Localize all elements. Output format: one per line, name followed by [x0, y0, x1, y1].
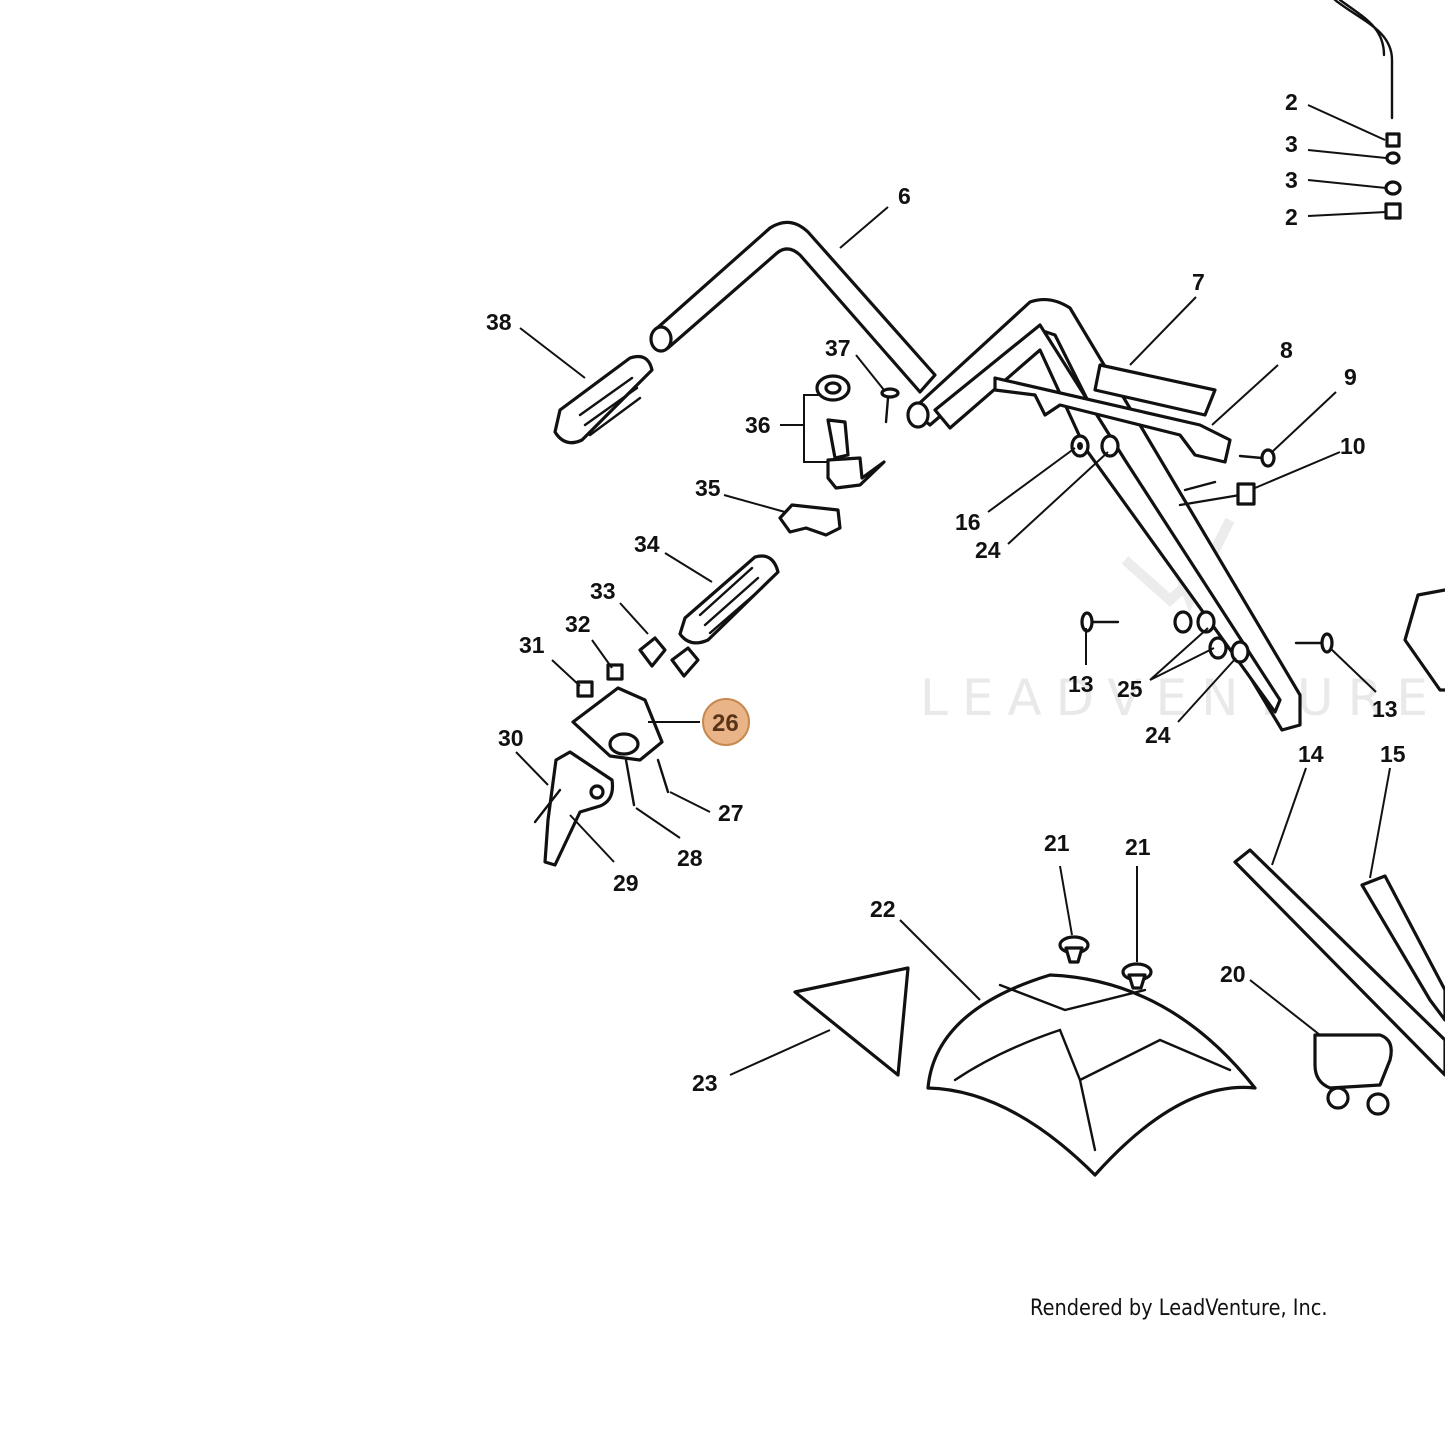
callout-27: 27 — [718, 800, 744, 826]
bolt-13-left — [1080, 611, 1120, 633]
callout-8: 8 — [1280, 337, 1293, 363]
callout-37: 37 — [825, 335, 851, 361]
callout-13-right: 13 — [1372, 696, 1398, 722]
callout-32: 32 — [565, 611, 591, 637]
callout-2-bottom: 2 — [1285, 204, 1298, 230]
callout-24-lower: 24 — [1145, 722, 1171, 748]
watermark-text: LEADVENTURE — [920, 669, 1442, 727]
hand-grip-34 — [678, 554, 780, 645]
callout-14: 14 — [1298, 741, 1324, 767]
callout-9: 9 — [1344, 364, 1357, 390]
shroud-partial — [1403, 588, 1445, 692]
callout-labels: 2 3 3 2 6 7 8 9 10 16 24 13 25 24 13 14 … — [486, 89, 1406, 1096]
shield-22 — [926, 973, 1257, 1177]
callout-2-top: 2 — [1285, 89, 1298, 115]
screw-28 — [624, 758, 636, 807]
control-housing-26 — [571, 686, 664, 762]
callout-15: 15 — [1380, 741, 1406, 767]
render-credit: Rendered by LeadVenture, Inc. — [1030, 1296, 1328, 1321]
callout-23: 23 — [692, 1070, 718, 1096]
hand-grip-38 — [553, 354, 654, 445]
callout-10: 10 — [1340, 433, 1366, 459]
control-bracket — [993, 363, 1232, 464]
callout-28: 28 — [677, 845, 703, 871]
throttle-cable — [1333, 0, 1394, 120]
callout-33: 33 — [590, 578, 616, 604]
callout-24-upper: 24 — [975, 537, 1001, 563]
screw-37 — [880, 387, 900, 424]
lever-29 — [543, 750, 615, 867]
callout-26: 26 — [712, 710, 739, 737]
callout-21-right: 21 — [1125, 834, 1151, 860]
clip-35 — [778, 503, 842, 537]
callout-38: 38 — [486, 309, 512, 335]
decal-23 — [793, 966, 910, 1077]
spring-30 — [533, 788, 562, 824]
bolt-9 — [1238, 448, 1276, 468]
callout-34: 34 — [634, 531, 660, 557]
nut-31 — [576, 680, 594, 698]
upper-handlebar — [649, 220, 937, 394]
callout-21-left: 21 — [1044, 830, 1070, 856]
bolt-10 — [1178, 480, 1256, 507]
callout-30: 30 — [498, 725, 524, 751]
nut-32 — [606, 663, 624, 681]
screw-27 — [656, 758, 670, 794]
knob-21-right — [1121, 962, 1153, 990]
callout-31: 31 — [519, 632, 545, 658]
bolt-13-right — [1294, 632, 1334, 654]
bushing-33 — [638, 636, 700, 678]
callout-22: 22 — [870, 896, 896, 922]
washers-25-24 — [1173, 610, 1250, 664]
callout-16: 16 — [955, 509, 981, 535]
callout-3-upper: 3 — [1285, 131, 1298, 157]
switch-36 — [815, 374, 886, 490]
support-bar-14 — [1233, 848, 1445, 1077]
support-bar-15 — [1360, 874, 1445, 1022]
callout-7: 7 — [1192, 269, 1205, 295]
washers-16-24 — [1070, 434, 1120, 458]
callout-6: 6 — [898, 183, 911, 209]
bracket-20 — [1313, 1033, 1393, 1116]
callout-35: 35 — [695, 475, 721, 501]
callout-29: 29 — [613, 870, 639, 896]
callout-13-left: 13 — [1068, 671, 1094, 697]
callout-25: 25 — [1117, 676, 1143, 702]
callout-3-lower: 3 — [1285, 167, 1298, 193]
nut-washer-stack — [1384, 132, 1402, 220]
callout-36: 36 — [745, 412, 771, 438]
highlight-circle — [702, 698, 750, 746]
leader-lines — [515, 104, 1391, 1076]
knob-21-left — [1058, 935, 1090, 964]
callout-20: 20 — [1220, 961, 1246, 987]
